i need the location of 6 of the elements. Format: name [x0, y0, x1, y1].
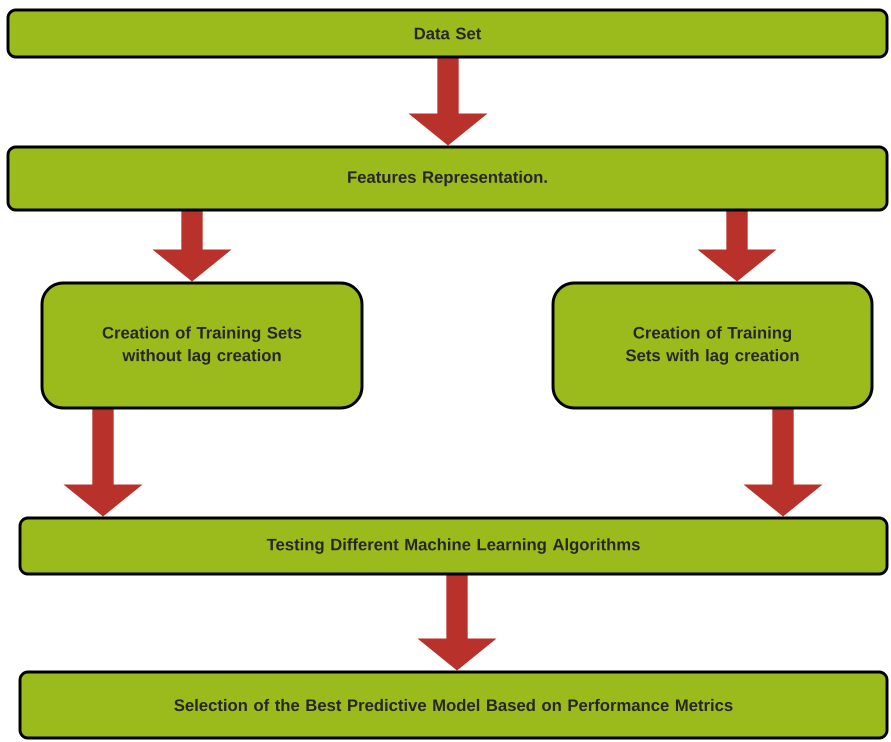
process-box: Testing Different Machine Learning Algorithms — [18, 516, 888, 576]
process-box: Features Representation. — [6, 146, 888, 212]
process-box: Data Set — [6, 8, 888, 58]
process-box: Creation of Training Sets without lag creation — [40, 282, 364, 410]
process-box: Creation of Training Sets with lag creation — [552, 282, 874, 410]
process-box: Selection of the Best Predictive Model Based on Performance Metrics — [18, 670, 888, 740]
